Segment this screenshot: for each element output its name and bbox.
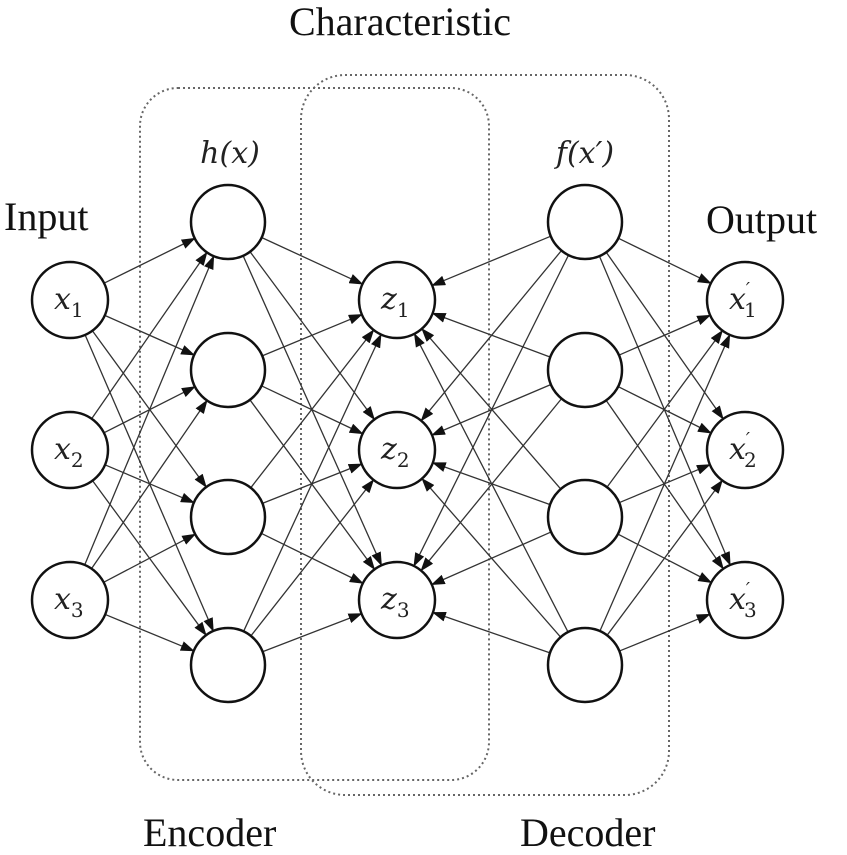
connection-arrow: [618, 314, 712, 356]
node-circle: [357, 410, 437, 490]
node-label: x′2: [729, 429, 757, 472]
connection-arrow: [606, 479, 723, 636]
connection-arrow: [250, 479, 375, 637]
node-circle: [189, 331, 267, 409]
code-node-2: z2: [357, 410, 437, 490]
decoder-box: [300, 74, 670, 796]
connection-arrow: [619, 613, 711, 652]
node-circle: [705, 260, 785, 340]
decoder-hidden-node-2: [546, 331, 624, 409]
node-label: x1: [54, 282, 84, 322]
input-label: Input: [4, 194, 89, 239]
connection-arrow: [606, 329, 724, 488]
nodes-group: x1 x2 x3 z1 z2 z3 x′1 x′2 x′3: [30, 183, 785, 704]
connection-arrow: [103, 533, 197, 583]
connection-arrow: [250, 329, 375, 489]
connection-arrow: [421, 327, 562, 490]
encoder-hidden-node-2: [189, 331, 267, 409]
encoder-hidden-node-4: [189, 626, 267, 704]
node-circle: [546, 331, 624, 409]
node-label: x′3: [729, 579, 757, 622]
decoder-label: Decoder: [520, 810, 656, 855]
connection-arrow: [431, 312, 551, 358]
output-label: Output: [706, 197, 818, 242]
input-node-2: x2: [30, 410, 110, 490]
node-circle: [357, 260, 437, 340]
output-node-1: x′1: [705, 260, 785, 340]
connection-arrow: [413, 332, 569, 633]
node-label: z1: [380, 282, 410, 322]
output-node-2: x′2: [705, 410, 785, 490]
code-node-3: z3: [357, 560, 437, 640]
connections-group: [84, 235, 731, 654]
decoder-hidden-node-3: [546, 478, 624, 556]
node-label: z3: [380, 582, 410, 622]
input-node-1: x1: [30, 260, 110, 340]
node-circle: [705, 410, 785, 490]
node-circle: [546, 183, 624, 261]
code-node-1: z1: [357, 260, 437, 340]
connection-arrow: [90, 399, 208, 570]
node-label: z2: [380, 432, 410, 472]
encoder-hidden-node-3: [189, 478, 267, 556]
connection-arrow: [84, 255, 215, 566]
connection-arrow: [421, 477, 562, 638]
connection-arrow: [91, 251, 208, 420]
encoder-label: Encoder: [143, 810, 277, 855]
node-circle: [546, 478, 624, 556]
node-circle: [189, 183, 267, 261]
encoder-hidden-label: h(x): [200, 136, 260, 171]
connection-arrow: [262, 613, 363, 653]
encoder-hidden-node-1: [189, 183, 267, 261]
node-circle: [705, 560, 785, 640]
input-node-3: x3: [30, 560, 110, 640]
output-node-3: x′3: [705, 560, 785, 640]
diagram-title: Characteristic: [288, 0, 512, 44]
connection-arrow: [104, 613, 195, 652]
node-circle: [189, 626, 267, 704]
decoder-hidden-node-1: [546, 183, 624, 261]
node-circle: [30, 260, 110, 340]
connection-arrow: [420, 398, 563, 572]
decoder-hidden-label: f(x′): [554, 136, 614, 171]
node-label: x3: [54, 582, 84, 622]
connection-arrow: [242, 333, 382, 632]
decoder-hidden-node-4: [546, 626, 624, 704]
connection-arrow: [617, 237, 712, 284]
node-circle: [30, 410, 110, 490]
connection-arrow: [431, 611, 551, 654]
connection-arrow: [431, 235, 552, 287]
connection-arrow: [261, 236, 364, 285]
connection-arrow: [261, 313, 363, 357]
node-circle: [357, 560, 437, 640]
connection-arrow: [599, 333, 731, 632]
node-label: x2: [54, 432, 84, 472]
node-label: x′1: [729, 279, 757, 322]
node-circle: [189, 478, 267, 556]
node-circle: [546, 626, 624, 704]
node-circle: [30, 560, 110, 640]
connection-arrow: [103, 237, 196, 284]
